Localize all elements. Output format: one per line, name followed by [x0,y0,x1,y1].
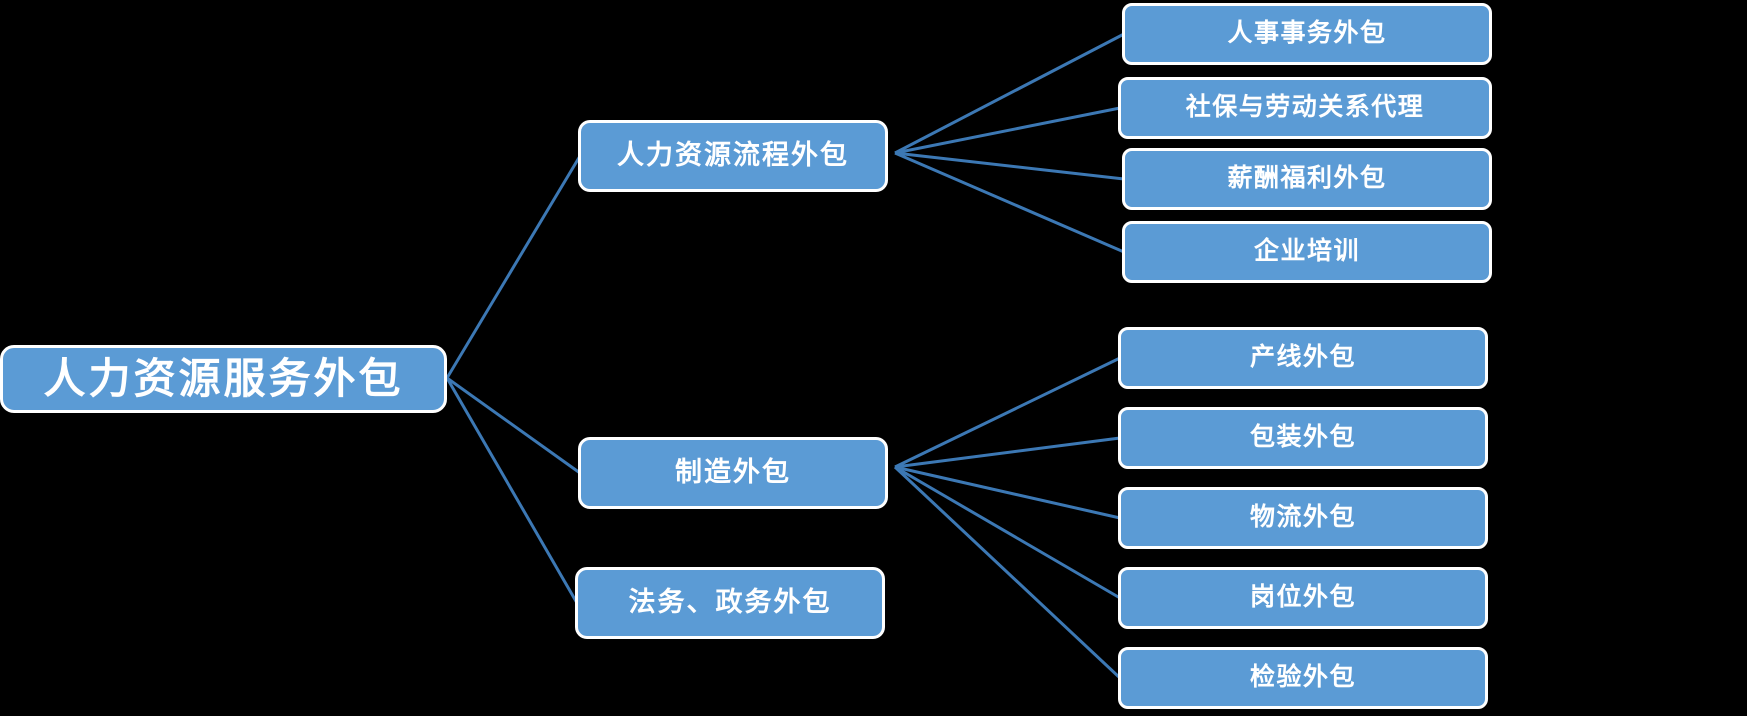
leaf-node-1-4[interactable]: 检验外包 [1118,647,1488,709]
leaf-node-0-3[interactable]: 企业培训 [1122,221,1492,283]
leaf-node-0-1[interactable]: 社保与劳动关系代理 [1118,77,1492,139]
edge-branch-0-to-leaf-3 [894,151,1125,254]
edge-branch-1-to-leaf-3 [894,465,1121,600]
leaf-node-1-4-label: 检验外包 [1249,663,1356,692]
edge-branch-1-to-leaf-1 [894,436,1121,469]
edge-root-to-branch-2 [445,377,579,604]
branch-node-0-label: 人力资源流程外包 [617,140,849,171]
leaf-node-1-2-label: 物流外包 [1249,503,1356,532]
edge-branch-1-to-leaf-4 [893,465,1122,680]
leaf-node-1-3[interactable]: 岗位外包 [1118,567,1488,629]
leaf-node-1-1-label: 包装外包 [1249,423,1356,452]
branch-node-1[interactable]: 制造外包 [578,437,888,509]
leaf-node-0-3-label: 企业培训 [1253,237,1360,266]
edge-root-to-branch-0 [445,155,582,379]
edge-root-to-branch-1 [446,376,581,475]
leaf-node-0-1-label: 社保与劳动关系代理 [1185,93,1425,122]
leaf-node-1-1[interactable]: 包装外包 [1118,407,1488,469]
branch-node-2[interactable]: 法务、政务外包 [575,567,885,639]
edge-branch-0-to-leaf-0 [894,32,1125,155]
leaf-node-0-0-label: 人事事务外包 [1227,19,1387,48]
edge-branch-0-to-leaf-2 [894,151,1125,181]
edge-branch-0-to-leaf-1 [894,106,1121,155]
root-node-label: 人力资源服务外包 [43,354,404,402]
root-node[interactable]: 人力资源服务外包 [0,345,447,413]
leaf-node-1-0-label: 产线外包 [1249,343,1356,372]
edge-branch-1-to-leaf-0 [894,356,1121,469]
branch-node-1-label: 制造外包 [675,457,791,488]
leaf-node-1-0[interactable]: 产线外包 [1118,327,1488,389]
leaf-node-0-2-label: 薪酬福利外包 [1227,164,1387,193]
branch-node-0[interactable]: 人力资源流程外包 [578,120,888,192]
edge-branch-1-to-leaf-2 [894,465,1121,520]
leaf-node-1-2[interactable]: 物流外包 [1118,487,1488,549]
branch-node-2-label: 法务、政务外包 [628,587,832,618]
leaf-node-0-0[interactable]: 人事事务外包 [1122,3,1492,65]
leaf-node-1-3-label: 岗位外包 [1249,583,1356,612]
leaf-node-0-2[interactable]: 薪酬福利外包 [1122,148,1492,210]
